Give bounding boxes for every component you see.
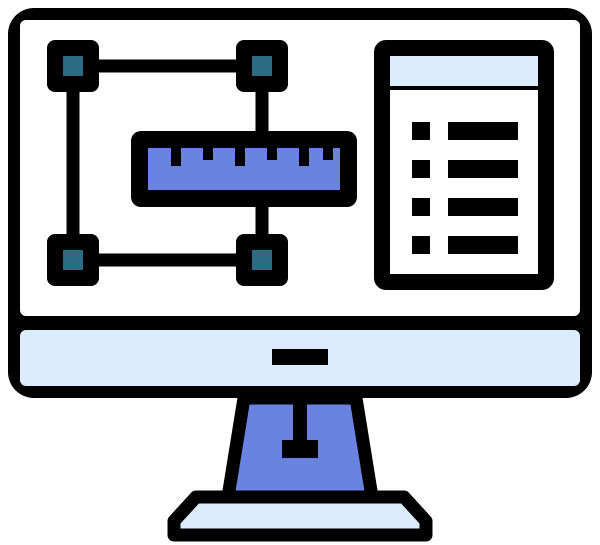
ruler-tick [171, 148, 181, 166]
monitor-stand-icon [167, 391, 433, 542]
stand-base [167, 490, 433, 542]
ruler-ticks [171, 148, 333, 166]
handle-bottom-right-fill [252, 250, 272, 270]
ruler-tick [267, 148, 277, 160]
layers-panel-icon [374, 40, 554, 290]
stand-neck-port [282, 440, 318, 458]
panel-row-line [448, 160, 518, 178]
panel-row-line [448, 122, 518, 140]
panel-row-line [448, 236, 518, 254]
monitor-chin-indicator [272, 349, 328, 365]
handle-top-right-fill [252, 56, 272, 76]
ruler-tick [203, 148, 213, 160]
ruler-tick [299, 148, 309, 166]
ruler-tick [323, 148, 333, 160]
panel-row-line [448, 198, 518, 216]
bounding-box-icon [47, 40, 288, 286]
panel-rows [412, 122, 518, 254]
panel-row-bullet [412, 122, 430, 140]
handle-top-left-fill [63, 56, 83, 76]
handle-bottom-left-fill [63, 250, 83, 270]
panel-row-bullet [412, 160, 430, 178]
panel-header [390, 56, 538, 86]
ruler-icon [131, 131, 357, 207]
panel-row-bullet [412, 198, 430, 216]
ruler-tick [235, 148, 245, 166]
panel-row-bullet [412, 236, 430, 254]
